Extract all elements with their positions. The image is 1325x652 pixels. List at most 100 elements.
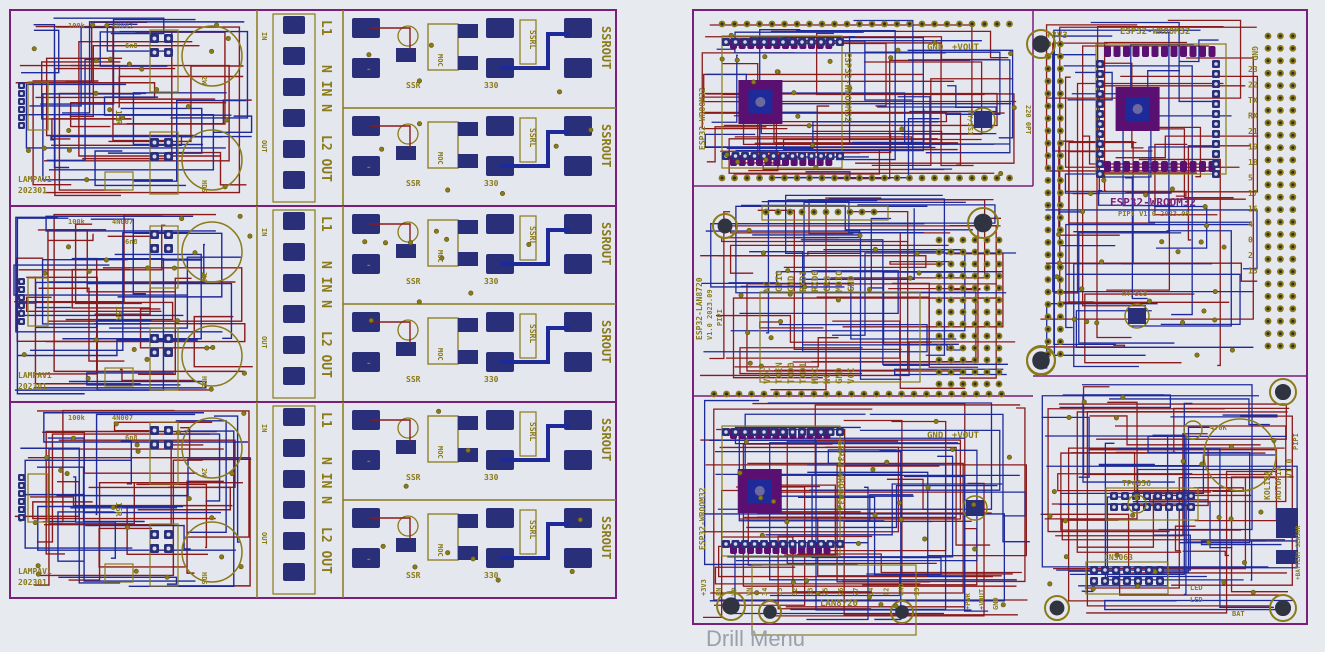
pad-hole [1214,72,1218,76]
terminal-label: L2 OUT [318,135,333,182]
pad-hole [20,92,23,95]
pin-number: 4 [1248,220,1253,229]
header-drill [833,177,836,180]
header-drill [746,177,749,180]
pad-hole [20,476,23,479]
part-label: 100k [68,414,86,422]
mount-hole [974,214,993,233]
header-drill [1291,245,1294,248]
via [729,33,733,37]
via [791,580,795,584]
header-drill [1267,295,1270,298]
via [923,537,927,541]
pad-hole [1123,505,1127,509]
pad-hole [724,542,728,546]
header-drill [950,275,953,278]
via [1102,178,1106,182]
header-drill [974,383,977,386]
part-label: LED [1190,596,1203,604]
via [1213,318,1217,322]
via [1130,513,1134,517]
header-drill [950,299,953,302]
via [1217,515,1221,519]
via [836,298,840,302]
header-drill [1059,67,1062,70]
module-label-large: ESP32-WROOM32 [1110,196,1196,209]
header-drill [998,263,1001,266]
header-drill [962,263,965,266]
header-drill [858,177,861,180]
pad-hole [772,154,776,158]
terminal-label: N IN N [318,457,333,504]
header-drill [849,211,852,214]
header-drill [1279,84,1282,87]
header-drill [1279,121,1282,124]
side-label: OUT [260,336,268,349]
via [496,578,500,582]
ssrout-label: SSROUT [599,222,613,265]
via [1160,240,1164,244]
header-drill [1279,35,1282,38]
header-drill [998,347,1001,350]
via [1206,540,1210,544]
via [1147,299,1151,303]
pad-hole [829,154,833,158]
via [744,440,748,444]
header-drill [950,371,953,374]
header-drill [950,239,953,242]
board-revision: V1.0 [1285,459,1294,478]
header-drill [1267,47,1270,50]
via [739,293,743,297]
pad-hole [167,337,171,341]
header-drill [838,393,841,396]
header-drill [825,393,828,396]
header-drill [1267,258,1270,261]
esp-pad [1133,161,1140,172]
via [915,252,919,256]
header-drill [1291,283,1294,286]
via [725,152,729,156]
board-rev: 202301 [18,578,47,587]
via [897,501,901,505]
pad-hole [167,141,171,145]
header-drill [938,239,941,242]
header-drill [796,177,799,180]
header-drill [1059,142,1062,145]
header-pin-label: 13 [913,588,921,596]
pad-hole [819,430,823,434]
board-label: LAMPAV1 [18,175,52,184]
ssr-pad [396,342,416,356]
moc-pad [458,318,478,332]
via [175,319,179,323]
ssrl-label: SSRL [528,422,537,441]
side-label: IN [260,424,268,432]
header-drill [938,275,941,278]
header-drill [789,211,792,214]
part-label: 4N007 [112,218,133,226]
header-drill [938,335,941,338]
board-label: LAMPAV1 [18,371,52,380]
polarity-label: - [366,457,371,467]
pad-hole [734,154,738,158]
via [1056,232,1060,236]
pad-hole [838,40,842,44]
header-drill [1267,196,1270,199]
header-drill [1279,47,1282,50]
header-drill [1059,92,1062,95]
pad-hole [153,443,157,447]
terminal-label: L1 [318,412,333,428]
module-side-label: ESP32-WROOM32 [698,87,707,150]
pad-hole [167,547,171,551]
pad-hole [153,547,157,551]
via [751,80,755,84]
via [759,364,763,368]
pad-hole [838,542,842,546]
pin-number: 17 [1248,189,1258,198]
header-drill [1267,171,1270,174]
via [404,484,408,488]
part-label: BAT [1232,610,1245,618]
header-drill [998,287,1001,290]
header-drill [1279,295,1282,298]
ssrout-label: SSROUT [599,124,613,167]
pad-hole [734,430,738,434]
